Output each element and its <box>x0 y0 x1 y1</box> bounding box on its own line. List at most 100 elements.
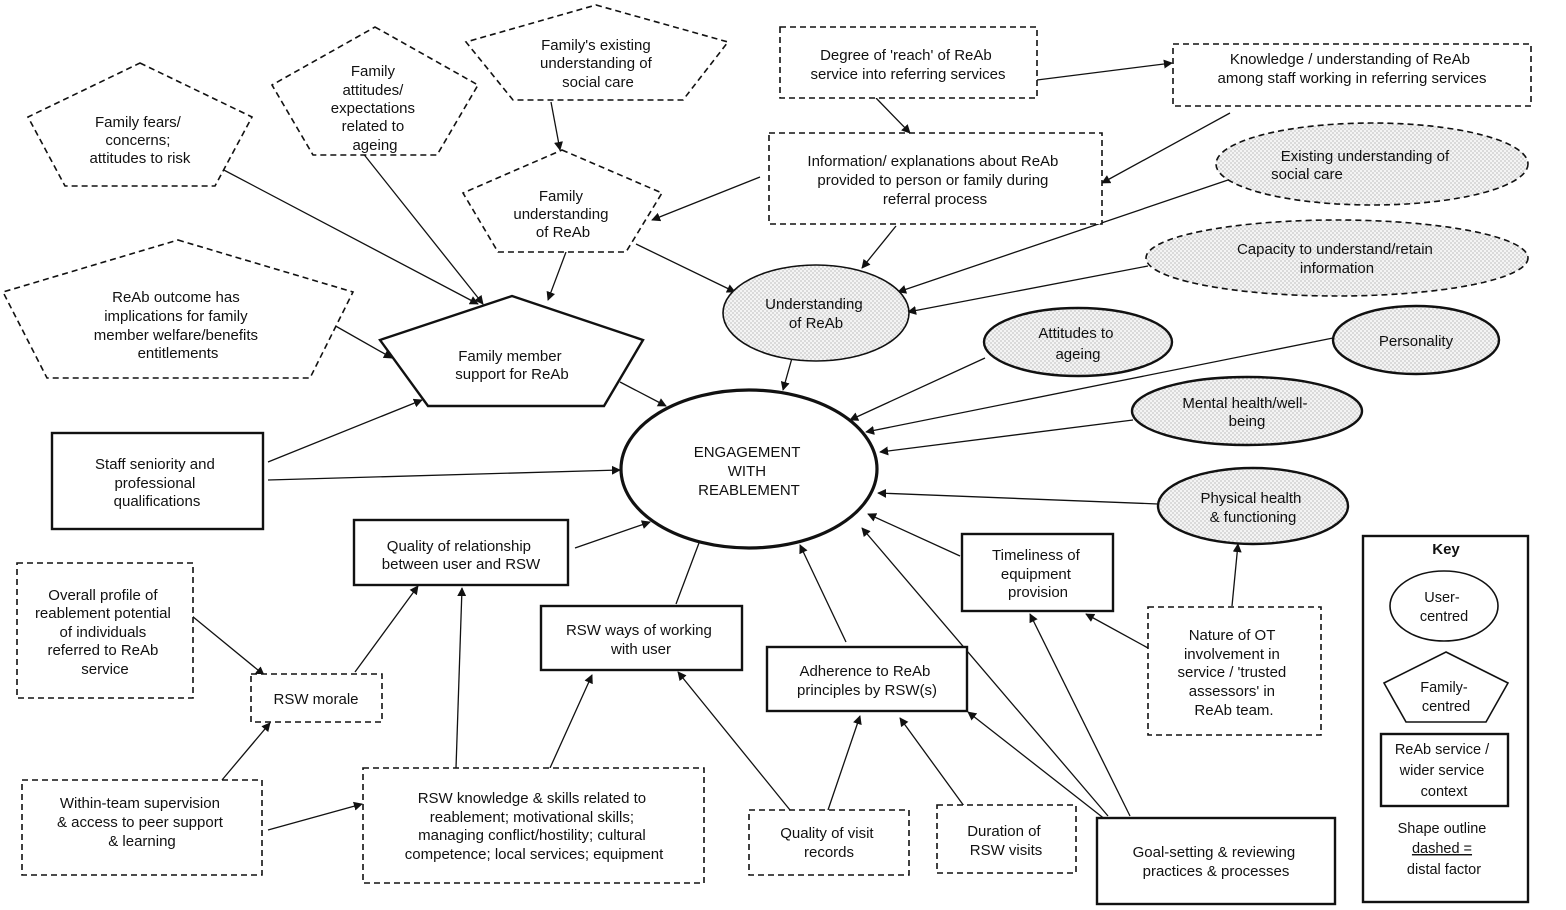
edge-information-to-family-understanding <box>651 176 761 222</box>
edge-personality-to-engagement <box>865 337 1334 435</box>
node-duration-visits: Duration of RSW visits <box>936 804 1077 874</box>
node-overall-profile-label: Overall profile of reablement potential … <box>35 587 175 678</box>
node-attitudes-ageing-label: Attitudes to ageing <box>1038 325 1117 363</box>
node-rsw-knowledge-label: RSW knowledge & skills related to reable… <box>405 790 664 863</box>
node-quality-visit: Quality of visit records <box>748 809 910 876</box>
edge-family-understanding-to-understanding-reab <box>635 243 736 293</box>
edge-family-understanding-to-family-support <box>546 251 567 301</box>
node-physical-health: Physical health & functioning <box>1156 466 1350 546</box>
edge-information-to-understanding-reab <box>861 225 897 269</box>
edge-rsw-morale-to-quality-relationship <box>354 585 419 673</box>
node-family-fears: Family fears/ concerns; attitudes to ris… <box>26 62 254 187</box>
node-personality-label: Personality <box>1379 333 1454 350</box>
edge-goal-setting-to-timeliness <box>1029 613 1131 817</box>
edge-ot-involvement-to-physical-health <box>1231 543 1242 607</box>
node-information-label: Information/ explanations about ReAb pro… <box>807 153 1062 208</box>
node-rsw-ways: RSW ways of working with user <box>539 604 744 672</box>
node-rsw-knowledge: RSW knowledge & skills related to reable… <box>362 767 705 884</box>
node-quality-relationship: Quality of relationship between user and… <box>352 518 570 587</box>
legend-title: Key <box>1432 541 1460 558</box>
node-staff-seniority: Staff seniority and professional qualifi… <box>50 431 265 531</box>
edge-timeliness-to-engagement <box>867 513 961 557</box>
node-understanding-reab-label: Understanding of ReAb <box>765 296 867 332</box>
edge-overall-profile-to-rsw-morale <box>191 615 265 676</box>
node-timeliness-label: Timeliness of equipment provision <box>992 547 1084 601</box>
edge-goal-setting-to-engagement <box>861 527 1109 817</box>
edge-staff-seniority-to-engagement <box>267 465 621 481</box>
node-family-existing: Family's existing understanding of socia… <box>464 4 730 101</box>
node-adherence-label: Adherence to ReAb principles by RSW(s) <box>797 663 937 699</box>
edge-adherence-to-engagement <box>799 544 847 643</box>
node-family-attitudes-label: Family attitudes/ expectations related t… <box>331 63 419 154</box>
node-adherence: Adherence to ReAb principles by RSW(s) <box>765 645 969 713</box>
legend-family-centred-label: Family- centred <box>1420 680 1472 715</box>
edge-quality-visit-to-adherence <box>827 715 862 811</box>
edge-within-team-to-rsw-knowledge <box>267 801 363 831</box>
node-degree-reach-label: Degree of 'reach' of ReAb service into r… <box>810 47 1005 83</box>
node-attitudes-ageing: Attitudes to ageing <box>982 306 1174 378</box>
node-within-team: Within-team supervision & access to peer… <box>21 779 263 876</box>
node-engagement-label: ENGAGEMENT WITH REABLEMENT <box>694 444 805 499</box>
legend-user-centred: User- centred <box>1389 570 1499 642</box>
node-goal-setting: Goal-setting & reviewing practices & pro… <box>1095 816 1337 906</box>
node-family-support: Family member support for ReAb <box>378 294 645 408</box>
edge-degree-reach-to-knowledge-staff <box>1036 59 1173 81</box>
node-existing-understanding: Existing understanding of social care <box>1215 122 1529 206</box>
node-personality: Personality <box>1331 304 1501 376</box>
legend-key: Key User- centred Family- centred ReAb s… <box>1361 534 1530 904</box>
edge-rsw-ways-to-engagement <box>675 534 704 605</box>
node-rsw-morale: RSW morale <box>250 673 383 723</box>
edge-physical-health-to-engagement <box>877 488 1159 505</box>
node-reab-outcome-label: ReAb outcome has implications for family… <box>94 289 262 362</box>
edge-degree-reach-to-information <box>875 97 911 134</box>
edge-quality-relationship-to-engagement <box>574 520 651 549</box>
node-overall-profile: Overall profile of reablement potential … <box>16 562 194 699</box>
node-rsw-morale-label: RSW morale <box>273 691 358 708</box>
node-understanding-reab: Understanding of ReAb <box>722 264 910 362</box>
node-mental-health: Mental health/well- being <box>1130 375 1364 447</box>
node-staff-seniority-label: Staff seniority and professional qualifi… <box>95 456 219 510</box>
edge-family-attitudes-to-family-support <box>361 151 484 305</box>
node-quality-visit-label: Quality of visit records <box>780 825 878 861</box>
node-capacity-label: Capacity to understand/retain informatio… <box>1237 241 1437 277</box>
node-existing-understanding-label: Existing understanding of social care <box>1271 148 1453 183</box>
node-goal-setting-label: Goal-setting & reviewing practices & pro… <box>1133 844 1300 880</box>
edge-rsw-knowledge-to-quality-relationship <box>455 587 467 769</box>
node-family-understanding: Family understanding of ReAb <box>461 149 664 253</box>
node-timeliness: Timeliness of equipment provision <box>960 532 1115 613</box>
legend-user-centred-label: User- centred <box>1420 590 1468 625</box>
node-family-attitudes: Family attitudes/ expectations related t… <box>270 26 480 156</box>
edge-attitudes-ageing-to-engagement <box>849 357 986 421</box>
node-family-support-label: Family member support for ReAb <box>455 348 568 383</box>
node-degree-reach: Degree of 'reach' of ReAb service into r… <box>779 26 1038 99</box>
node-capacity: Capacity to understand/retain informatio… <box>1145 219 1529 297</box>
edge-within-team-to-rsw-morale <box>221 722 271 781</box>
node-family-understanding-label: Family understanding of ReAb <box>513 188 612 241</box>
legend-dashed-note: Shape outline dashed = distal factor <box>1398 821 1487 878</box>
node-ot-involvement-label: Nature of OT involvement in service / 't… <box>1178 627 1291 719</box>
edge-staff-seniority-to-family-support <box>267 398 423 463</box>
node-reab-outcome: ReAb outcome has implications for family… <box>1 239 355 379</box>
node-knowledge-staff: Knowledge / understanding of ReAb among … <box>1172 43 1532 107</box>
edge-family-support-to-engagement <box>619 381 667 407</box>
edge-existing-understanding-to-understanding-reab <box>897 179 1229 294</box>
node-duration-visits-label: Duration of RSW visits <box>967 823 1045 859</box>
node-information: Information/ explanations about ReAb pro… <box>768 132 1103 225</box>
node-quality-relationship-label: Quality of relationship between user and… <box>382 538 541 573</box>
node-rsw-ways-label: RSW ways of working with user <box>566 622 716 658</box>
node-family-fears-label: Family fears/ concerns; attitudes to ris… <box>90 114 191 167</box>
node-within-team-label: Within-team supervision & access to peer… <box>57 795 227 850</box>
legend-service-context: ReAb service / wider service context <box>1379 732 1510 808</box>
edge-understanding-reab-to-engagement <box>780 357 793 391</box>
edge-rsw-knowledge-to-rsw-ways <box>549 674 593 769</box>
legend-service-context-label: ReAb service / wider service context <box>1395 742 1493 800</box>
legend-family-centred: Family- centred <box>1382 651 1510 723</box>
edge-quality-visit-to-rsw-ways <box>677 671 791 811</box>
node-family-existing-label: Family's existing understanding of socia… <box>540 37 656 91</box>
edge-family-existing-to-family-understanding <box>550 101 563 151</box>
edge-knowledge-staff-to-information <box>1101 112 1231 184</box>
edge-goal-setting-to-adherence <box>967 711 1107 821</box>
edge-duration-visits-to-adherence <box>899 717 965 807</box>
node-ot-involvement: Nature of OT involvement in service / 't… <box>1147 606 1322 736</box>
